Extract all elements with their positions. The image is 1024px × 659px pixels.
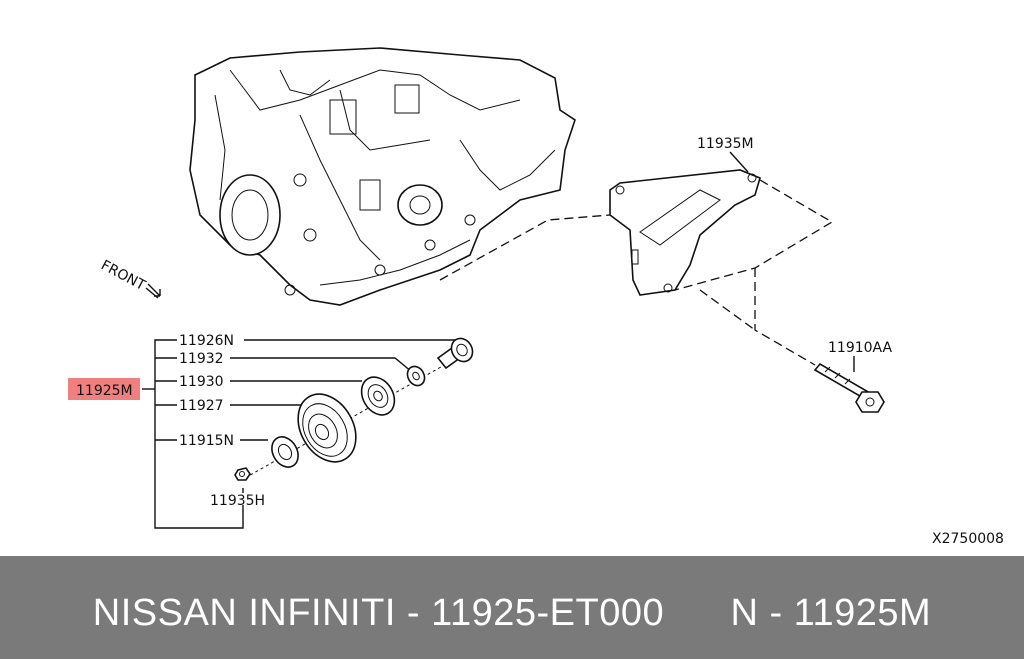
front-arrow-icon [145,283,161,299]
parts-diagram: FRONT 11935M 11910AA 11925M [68,47,1004,547]
assembly-label: 11925M [76,383,133,399]
bolt-part [813,362,885,413]
washer-part [406,365,426,387]
tension-pulley-label: 11927 [179,398,224,414]
idler-pulley-label: 11930 [179,374,224,390]
bracket-leader [729,151,749,173]
cap-bolt-label: 11926N [179,333,234,349]
front-direction-indicator: FRONT [98,257,161,299]
footer-gap [664,592,730,634]
bracket-part [609,169,761,296]
spacer-label: 11915N [179,433,234,449]
assembly-highlight [68,378,140,400]
idler-pulley-part [360,376,396,416]
footer-caption: NISSAN INFINITI - 11925-ET000 N - 11925M [0,592,1024,635]
cap-bolt-part [436,337,474,370]
figure-code: X2750008 [932,531,1004,547]
spacer-part [271,436,299,468]
cap-bolt-leader [244,339,463,349]
washer-leader [230,357,413,373]
engine-block [189,47,576,306]
footer-bar: NISSAN INFINITI - 11925-ET000 N - 11925M [0,556,1024,659]
footer-brand-part: NISSAN INFINITI - 11925-ET000 [92,592,665,634]
connection-lines [439,179,834,366]
assembly-tree [142,339,244,529]
bracket-label: 11935M [697,136,754,152]
footer-code: N - 11925M [730,592,932,634]
washer-label: 11932 [179,351,224,367]
bolt-label: 11910AA [828,340,893,356]
tension-pulley-part [297,393,357,463]
nut-label: 11935H [210,493,265,509]
front-label: FRONT [98,257,148,294]
nut-part [234,467,251,481]
